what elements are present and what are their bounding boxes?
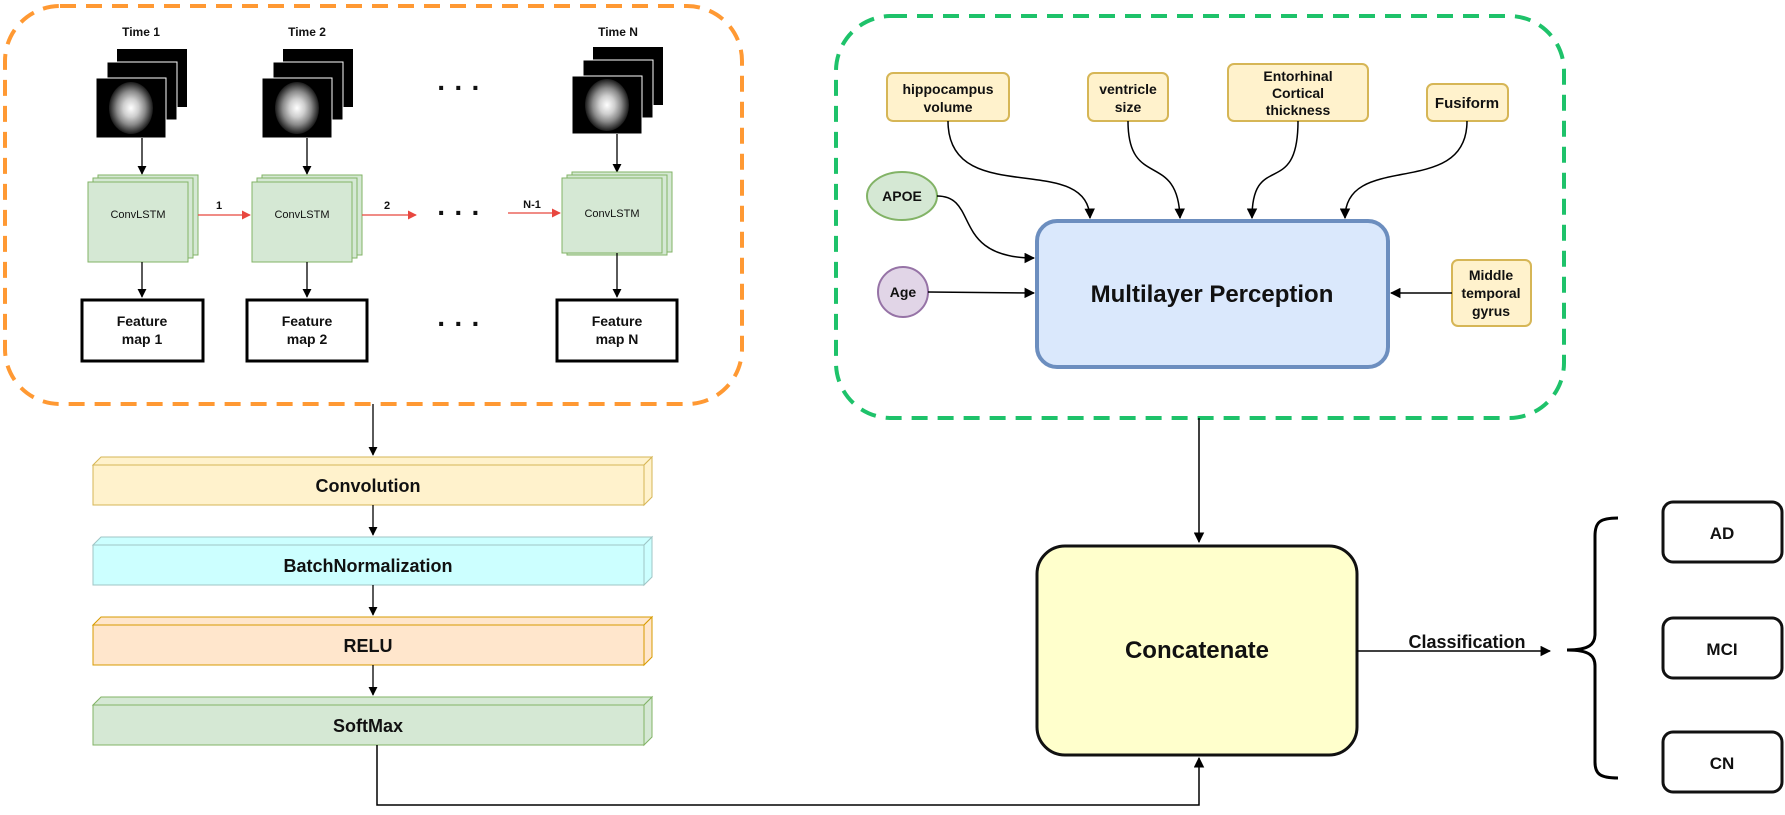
hippocampus-line1: hippocampus bbox=[902, 81, 993, 97]
convlstm-label-1: ConvLSTM bbox=[110, 209, 165, 221]
class-ad-label: AD bbox=[1710, 524, 1735, 543]
state-ellipsis: · · · bbox=[437, 197, 481, 228]
time-label-n: Time N bbox=[598, 25, 638, 39]
feature-map-n-line1: Feature bbox=[592, 313, 643, 329]
temporal-branch-frame bbox=[3, 4, 744, 406]
state-label-n: N-1 bbox=[523, 199, 541, 211]
layer-relu-label: RELU bbox=[344, 636, 393, 656]
class-cn: CN bbox=[1661, 730, 1784, 794]
state-label-1: 1 bbox=[216, 200, 222, 212]
ventricle-line2: size bbox=[1115, 99, 1142, 115]
convlstm-block-n: ConvLSTM bbox=[561, 171, 673, 256]
ventricle-line1: ventricle bbox=[1099, 81, 1157, 97]
clinical-branch-frame bbox=[834, 14, 1566, 420]
convlstm-block-2: ConvLSTM bbox=[251, 174, 363, 263]
age-label: Age bbox=[890, 284, 917, 300]
feature-map-1-line2: map 1 bbox=[122, 331, 163, 347]
time-label-1: Time 1 bbox=[122, 25, 160, 39]
fusiform-line1: Fusiform bbox=[1435, 95, 1499, 112]
feature-ventricle-size: ventricle size bbox=[1087, 72, 1169, 122]
feature-fusiform: Fusiform bbox=[1426, 83, 1509, 122]
entorhinal-line2: Cortical bbox=[1272, 85, 1324, 101]
layer-batchnorm: BatchNormalization bbox=[91, 535, 654, 587]
layer-softmax-label: SoftMax bbox=[333, 716, 403, 736]
classification-label: Classification bbox=[1408, 632, 1525, 652]
concatenate-label: Concatenate bbox=[1125, 637, 1269, 664]
hippocampus-line2: volume bbox=[923, 99, 972, 115]
feature-map-2: Feature map 2 bbox=[245, 298, 369, 363]
feature-map-n: Feature map N bbox=[555, 298, 679, 363]
concatenate-box: Concatenate bbox=[1035, 544, 1359, 757]
convlstm-block-1: ConvLSTM bbox=[87, 174, 199, 263]
convlstm-label-2: ConvLSTM bbox=[274, 209, 329, 221]
time-ellipsis: · · · bbox=[437, 72, 481, 103]
layer-softmax: SoftMax bbox=[91, 695, 654, 747]
feature-middle-temporal-gyrus: Middle temporal gyrus bbox=[1451, 259, 1532, 327]
class-ad: AD bbox=[1661, 500, 1784, 564]
convlstm-label-n: ConvLSTM bbox=[584, 208, 639, 220]
class-brace bbox=[1566, 516, 1619, 780]
mri-stack-n bbox=[571, 47, 663, 135]
feature-map-2-line1: Feature bbox=[282, 313, 333, 329]
mri-stack-2 bbox=[261, 49, 353, 139]
class-cn-label: CN bbox=[1710, 754, 1735, 773]
feature-map-1-line1: Feature bbox=[117, 313, 168, 329]
layer-convolution-label: Convolution bbox=[316, 476, 421, 496]
class-mci-label: MCI bbox=[1706, 640, 1737, 659]
layer-relu: RELU bbox=[91, 615, 654, 667]
age-node: Age bbox=[877, 266, 929, 318]
feature-entorhinal-cortical-thickness: Entorhinal Cortical thickness bbox=[1227, 63, 1369, 122]
time-label-2: Time 2 bbox=[288, 25, 326, 39]
feature-map-1: Feature map 1 bbox=[80, 298, 205, 363]
mlp-box: Multilayer Perception bbox=[1035, 219, 1390, 369]
middle-temporal-line2: temporal bbox=[1461, 285, 1520, 301]
layer-convolution: Convolution bbox=[91, 455, 654, 507]
apoe-label: APOE bbox=[882, 188, 922, 204]
apoe-node: APOE bbox=[866, 171, 938, 221]
mlp-label: Multilayer Perception bbox=[1091, 281, 1334, 308]
feature-ellipsis: · · · bbox=[437, 308, 481, 339]
state-label-2: 2 bbox=[384, 200, 390, 212]
entorhinal-line3: thickness bbox=[1266, 102, 1331, 118]
layer-batchnorm-label: BatchNormalization bbox=[283, 556, 452, 576]
entorhinal-line1: Entorhinal bbox=[1263, 68, 1332, 84]
mri-stack-1 bbox=[95, 49, 187, 139]
middle-temporal-line3: gyrus bbox=[1472, 303, 1510, 319]
middle-temporal-line1: Middle bbox=[1469, 267, 1514, 283]
feature-hippocampus-volume: hippocampus volume bbox=[886, 72, 1010, 122]
feature-map-n-line2: map N bbox=[596, 331, 639, 347]
feature-map-2-line2: map 2 bbox=[287, 331, 328, 347]
class-mci: MCI bbox=[1661, 616, 1784, 680]
